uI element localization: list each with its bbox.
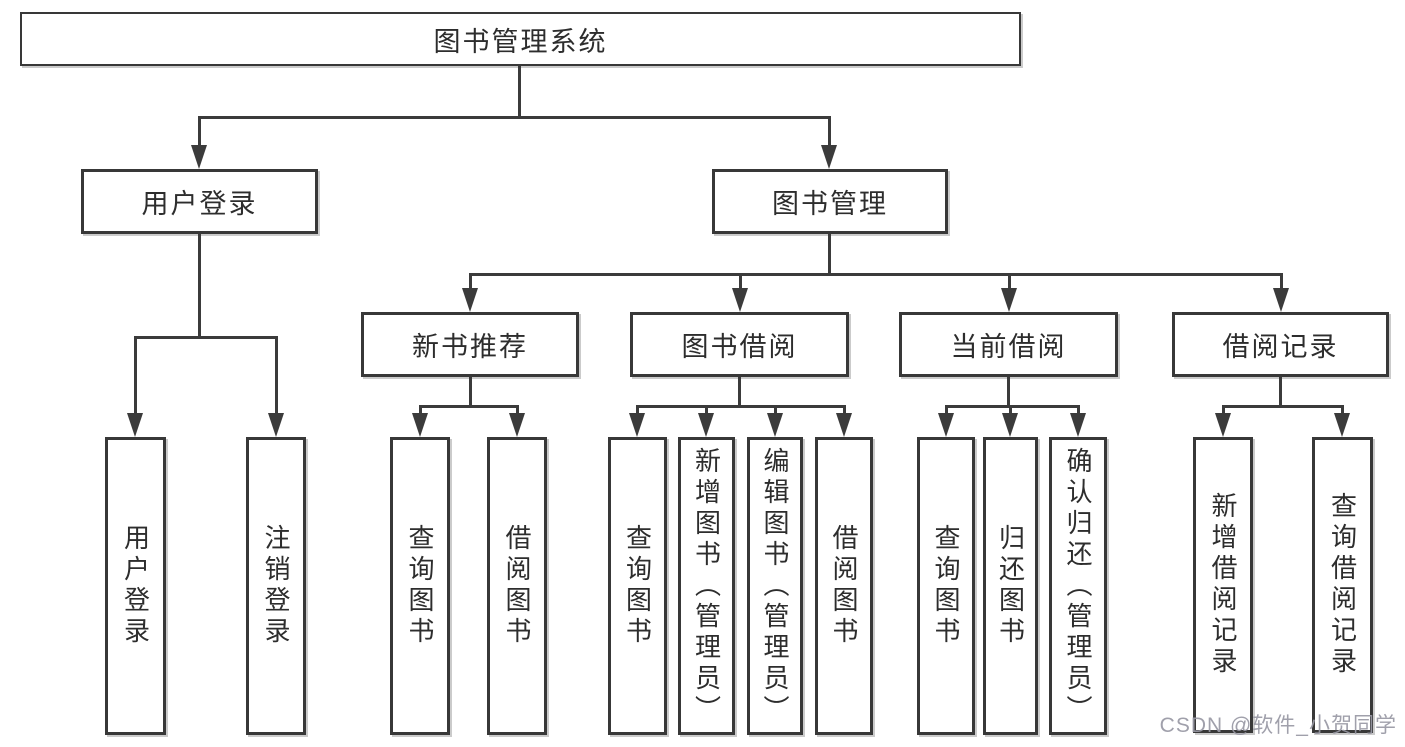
leaf-br-query-record: 查询借阅记录 [1312,437,1373,733]
node-root: 图书管理系统 [20,12,1021,66]
connector-line [828,234,831,276]
node-new-book-recommend-label: 新书推荐 [412,332,528,362]
leaf-bb-add-books-admin-label: 新增图书（管理员） [691,446,722,726]
arrow-down-icon [462,288,478,312]
node-book-borrow: 图书借阅 [630,312,849,377]
leaf-bb-borrow-books: 借阅图书 [815,437,873,735]
arrow-down-icon [821,145,837,169]
arrow-down-icon [1273,288,1289,312]
leaf-cb-return-books: 归还图书 [983,437,1038,735]
arrow-down-icon [836,413,852,437]
leaf-nb-query-books: 查询图书 [390,437,450,735]
connector-line [1341,405,1344,417]
arrow-down-icon [1334,413,1350,437]
leaf-br-add-record-label: 新增借阅记录 [1208,492,1238,678]
arrow-down-icon [509,413,525,437]
connector-line [843,405,846,417]
connector-line [828,116,831,151]
leaf-logout: 注销登录 [246,437,306,735]
connector-line [738,377,741,408]
leaf-cb-query-books-label: 查询图书 [931,524,961,648]
connector-line [1077,405,1080,417]
connector-line [1009,405,1012,417]
connector-line [1280,273,1283,291]
connector-line [1222,405,1225,417]
leaf-user-login-label: 用户登录 [120,524,151,648]
leaf-cb-query-books: 查询图书 [917,437,975,735]
arrow-down-icon [629,413,645,437]
arrow-down-icon [1215,413,1231,437]
arrow-down-icon [1002,413,1018,437]
connector-line [275,336,278,416]
connector-line [198,116,831,119]
csdn-watermark: CSDN @软件_小贺同学 [1159,714,1397,737]
leaf-cb-confirm-return-admin: 确认归还（管理员） [1049,437,1107,735]
leaf-bb-borrow-books-label: 借阅图书 [829,524,859,648]
connector-line [1007,377,1010,408]
connector-line [198,116,201,151]
node-new-book-recommend: 新书推荐 [361,312,579,377]
node-book-management: 图书管理 [712,169,948,234]
connector-line [518,66,521,119]
connector-line [469,273,1283,276]
leaf-br-add-record: 新增借阅记录 [1193,437,1253,733]
connector-line [739,273,742,291]
connector-line [705,405,708,417]
arrow-down-icon [412,413,428,437]
connector-line [774,405,777,417]
leaf-nb-borrow-books-label: 借阅图书 [502,524,532,648]
connector-line [134,336,278,339]
connector-line [636,405,846,408]
node-user-login-section: 用户登录 [81,169,318,234]
leaf-br-query-record-label: 查询借阅记录 [1327,492,1358,678]
leaf-cb-confirm-return-admin-label: 确认归还（管理员） [1063,446,1093,726]
leaf-user-login: 用户登录 [105,437,166,735]
arrow-down-icon [268,413,284,437]
leaf-bb-edit-books-admin: 编辑图书（管理员） [747,437,803,735]
node-borrow-records-label: 借阅记录 [1222,332,1339,362]
node-book-management-label: 图书管理 [772,189,888,219]
arrow-down-icon [732,288,748,312]
node-current-borrow: 当前借阅 [899,312,1118,377]
arrow-down-icon [127,413,143,437]
node-book-borrow-label: 图书借阅 [681,332,798,362]
leaf-bb-edit-books-admin-label: 编辑图书（管理员） [760,446,790,726]
arrow-down-icon [1070,413,1086,437]
connector-line [419,405,422,417]
connector-line [134,336,137,416]
connector-line [198,234,201,339]
connector-line [636,405,639,417]
leaf-bb-add-books-admin: 新增图书（管理员） [678,437,735,735]
leaf-nb-borrow-books: 借阅图书 [487,437,547,735]
arrow-down-icon [767,413,783,437]
arrow-down-icon [1001,288,1017,312]
node-root-label: 图书管理系统 [433,26,608,57]
connector-line [419,405,519,408]
connector-line [1008,273,1011,291]
arrow-down-icon [191,145,207,169]
leaf-nb-query-books-label: 查询图书 [405,524,435,648]
leaf-cb-return-books-label: 归还图书 [995,524,1026,648]
arrow-down-icon [938,413,954,437]
connector-line [945,405,948,417]
connector-line [1279,377,1282,408]
node-borrow-records: 借阅记录 [1172,312,1389,377]
connector-line [945,405,1080,408]
leaf-bb-query-books: 查询图书 [608,437,667,735]
leaf-logout-label: 注销登录 [261,524,291,648]
connector-line [516,405,519,417]
connector-line [469,273,472,291]
connector-line [1222,405,1344,408]
connector-line [469,377,472,408]
leaf-bb-query-books-label: 查询图书 [622,524,653,648]
node-user-login-label: 用户登录 [141,189,258,219]
arrow-down-icon [698,413,714,437]
node-current-borrow-label: 当前借阅 [950,332,1067,362]
